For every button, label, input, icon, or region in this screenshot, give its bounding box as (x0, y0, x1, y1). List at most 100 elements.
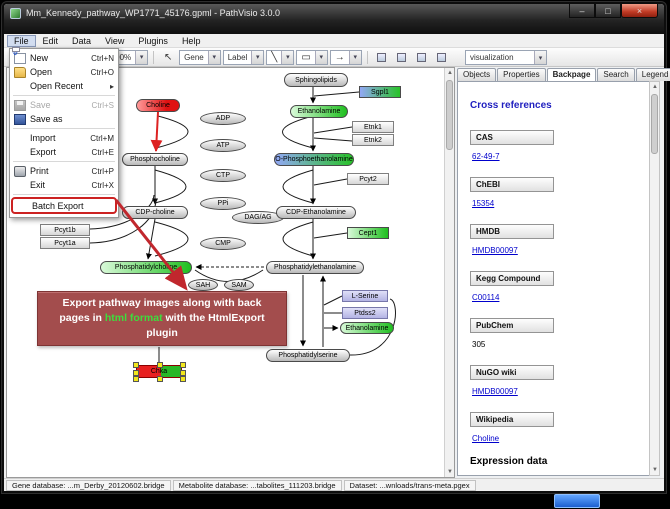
pathway-node-ethanolamine-top[interactable]: Ethanolamine (290, 105, 348, 118)
selection-handle[interactable] (180, 376, 186, 382)
panel-vertical-scrollbar[interactable]: ▲ ▼ (649, 81, 660, 476)
visualization-combobox[interactable]: visualization ▾ (465, 50, 547, 65)
pathway-node-pcyt1b[interactable]: Pcyt1b (40, 224, 90, 236)
expression-data-heading: Expression data (470, 456, 548, 467)
title-bar[interactable]: Mm_Kennedy_pathway_WP1771_45176.gpml - P… (4, 4, 664, 34)
pathway-node-o-phosphoethanolamine[interactable]: O-Phosphoethanolamine (274, 153, 354, 166)
pathway-node-choline[interactable]: Choline (136, 99, 180, 112)
pathway-node-cdp-ethanolamine[interactable]: CDP-Ethanolamine (276, 206, 356, 219)
crossref-link[interactable]: C00114 (472, 293, 500, 302)
toolbar: Zoom: 100% ▾ ↖ Gene ▾ Label ▾ ╲ ▾ ▭ ▾ → … (4, 48, 664, 67)
selection-handle[interactable] (157, 362, 163, 368)
pathway-node-ethanolamine-right[interactable]: Ethanolamine (340, 322, 394, 334)
pathway-node-atp[interactable]: ATP (200, 139, 246, 152)
pathway-node-pcyt1a[interactable]: Pcyt1a (40, 237, 90, 249)
crossref-link[interactable]: Choline (472, 434, 500, 443)
chevron-down-icon[interactable]: ▾ (251, 50, 264, 64)
pathway-node-ctp[interactable]: CTP (200, 169, 246, 182)
align-vertical-button[interactable] (393, 49, 411, 65)
pathway-node-pcyt2[interactable]: Pcyt2 (347, 173, 389, 185)
scroll-up-icon[interactable]: ▲ (652, 84, 658, 90)
chevron-down-icon[interactable]: ▾ (314, 50, 327, 64)
canvas-vertical-scrollbar[interactable]: ▲ ▼ (444, 68, 454, 477)
crossref-link[interactable]: HMDB00097 (472, 246, 518, 255)
pathway-node-cept1[interactable]: Cept1 (347, 227, 389, 239)
tab-search[interactable]: Search (597, 68, 635, 81)
pathway-node-cdp-choline[interactable]: CDP-choline (122, 206, 188, 219)
selection-handle[interactable] (157, 376, 163, 382)
selection-handle[interactable] (180, 362, 186, 368)
tab-properties[interactable]: Properties (497, 68, 546, 81)
menu-item-shortcut: Ctrl+O (90, 67, 114, 77)
menu-data[interactable]: Data (72, 35, 92, 46)
maximize-button[interactable]: □ (595, 4, 621, 18)
common-width-button[interactable] (413, 49, 431, 65)
scrollbar-thumb[interactable] (651, 94, 658, 154)
pathway-node-ptdss2[interactable]: Ptdss2 (342, 307, 388, 319)
pathway-node-sam[interactable]: SAM (224, 279, 254, 291)
pathway-node-sah[interactable]: SAH (188, 279, 218, 291)
gene-datanode-button[interactable]: Gene ▾ (179, 49, 221, 65)
tab-legend[interactable]: Legend (635, 68, 670, 81)
taskbar-item[interactable] (554, 494, 600, 508)
align-horizontal-button[interactable] (373, 49, 391, 65)
file-menu-item-batch-export[interactable]: Batch Export (11, 197, 117, 214)
crossref-link[interactable]: 15354 (472, 199, 495, 208)
selection-handle[interactable] (180, 369, 186, 376)
selection-tool-button[interactable]: ↖ (163, 51, 173, 63)
crossref-link[interactable]: 62-49-7 (472, 152, 500, 161)
file-menu-item-open-recent[interactable]: Open Recent▸ (11, 79, 117, 93)
scroll-down-icon[interactable]: ▼ (652, 467, 658, 473)
pathway-node-adp[interactable]: ADP (200, 112, 246, 125)
arrow-tool-button[interactable]: → ▾ (329, 49, 362, 65)
crossref-link[interactable]: HMDB00097 (472, 387, 518, 396)
scroll-up-icon[interactable]: ▲ (447, 70, 453, 76)
pathway-node-phosphocholine[interactable]: Phosphocholine (122, 153, 188, 166)
chevron-down-icon[interactable]: ▾ (534, 51, 546, 64)
shape-tool-button[interactable]: ▭ ▾ (296, 49, 328, 65)
common-height-button[interactable] (433, 49, 451, 65)
pathway-node-etnk1[interactable]: Etnk1 (352, 121, 394, 133)
selection-handle[interactable] (133, 369, 139, 376)
pathway-node-cmp[interactable]: CMP (200, 237, 246, 250)
selection-handle[interactable] (133, 362, 139, 368)
menu-view[interactable]: View (105, 35, 125, 46)
menu-plugins[interactable]: Plugins (138, 35, 168, 46)
menu-item-label: Save as (30, 114, 63, 124)
pathway-node-sgpl1[interactable]: Sgpl1 (359, 86, 401, 98)
pathway-node-l-serine[interactable]: L-Serine (342, 290, 388, 302)
scrollbar-thumb[interactable] (446, 80, 453, 150)
line-tool-button[interactable]: ╲ ▾ (266, 49, 295, 65)
pathway-node-ppi[interactable]: PPi (200, 197, 246, 210)
chevron-down-icon[interactable]: ▾ (281, 50, 294, 64)
tab-backpage[interactable]: Backpage (546, 68, 597, 81)
pathway-node-phosphatidylcholine[interactable]: Phosphatidylcholine (100, 261, 192, 274)
pathway-node-phosphatidylserine[interactable]: Phosphatidylserine (266, 349, 350, 362)
pathway-node-phosphatidylethanolamine[interactable]: Phosphatidylethanolamine (266, 261, 364, 274)
pathway-node-sphingolipids[interactable]: Sphingolipids (284, 73, 348, 87)
chevron-down-icon[interactable]: ▾ (348, 50, 361, 64)
scroll-down-icon[interactable]: ▼ (447, 469, 453, 475)
minimize-button[interactable]: – (569, 4, 595, 18)
menu-file[interactable]: File (7, 34, 36, 47)
chevron-down-icon[interactable]: ▾ (135, 50, 148, 64)
selection-handle[interactable] (133, 376, 139, 382)
chevron-down-icon[interactable]: ▾ (207, 50, 220, 64)
label-tool-button[interactable]: Label ▾ (222, 49, 265, 65)
menu-edit[interactable]: Edit (42, 35, 59, 46)
pathway-node-chka[interactable]: Chka (133, 362, 186, 382)
tab-objects[interactable]: Objects (457, 68, 497, 81)
folder-icon (14, 66, 26, 78)
close-button[interactable]: × (621, 4, 658, 18)
file-menu-item-save-as[interactable]: Save as (11, 112, 117, 126)
menu-help[interactable]: Help (181, 35, 201, 46)
pathway-node-etnk2[interactable]: Etnk2 (352, 134, 394, 146)
